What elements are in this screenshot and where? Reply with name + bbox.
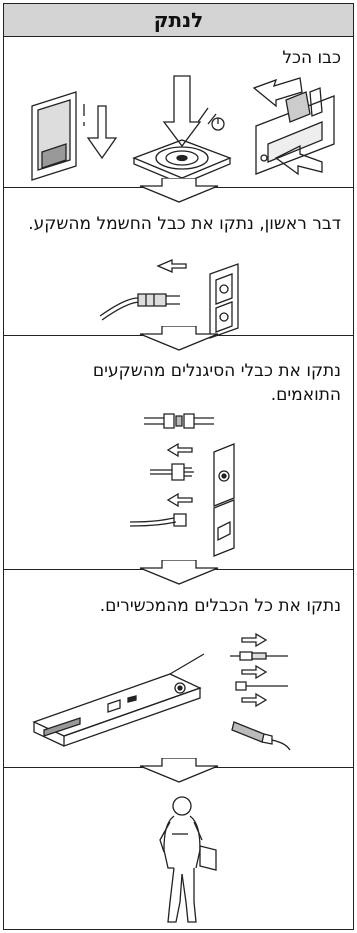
disconnect-instructions: לנתק כבו הכל דבר ראשון, נתקו את כבל החשמ… bbox=[3, 3, 354, 930]
person-walking-away-illustration bbox=[4, 794, 352, 928]
down-arrow-icon bbox=[4, 326, 352, 352]
power-cord-unplug-illustration bbox=[4, 254, 352, 340]
power-off-illustration bbox=[4, 66, 352, 186]
step-2-text: דבר ראשון, נתקו את כבל החשמל מהשקע. bbox=[28, 214, 341, 234]
page-title: לנתק bbox=[4, 4, 353, 37]
step-1-text: כבו הכל bbox=[282, 48, 341, 68]
down-arrow-icon bbox=[4, 178, 352, 204]
down-arrow-icon bbox=[4, 758, 352, 784]
step-3-text: נתקו את כבלי הסיגנלים מהשקעים התואמים. bbox=[92, 361, 341, 405]
signal-cables-unplug-illustration bbox=[4, 410, 352, 560]
down-arrow-icon bbox=[4, 560, 352, 586]
device-cables-unplug-illustration bbox=[4, 626, 352, 760]
step-4-text: נתקו את כל הכבלים מהמכשירים. bbox=[99, 596, 341, 616]
